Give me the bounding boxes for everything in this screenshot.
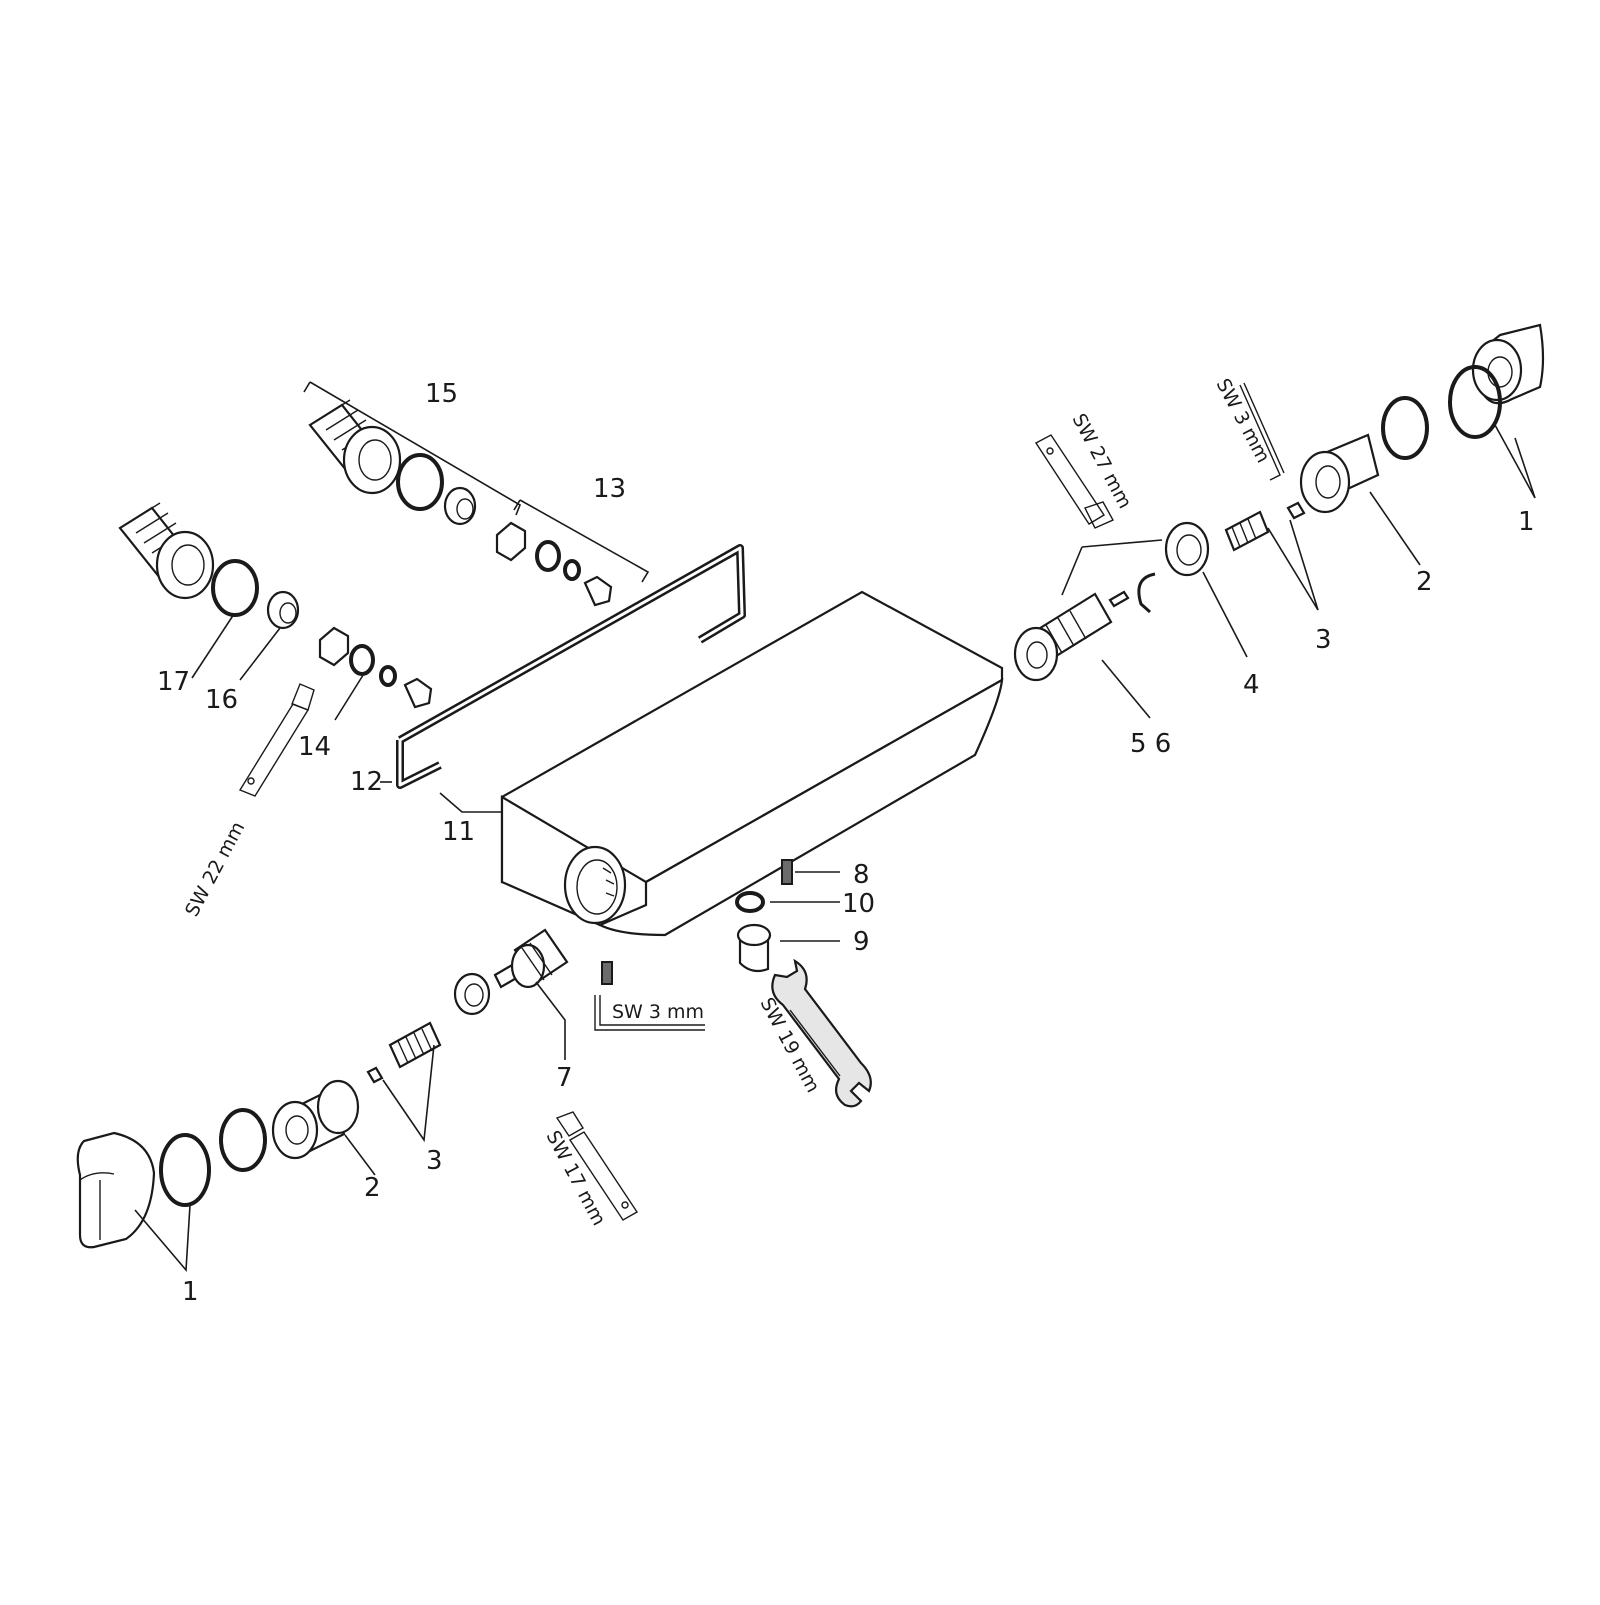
hex-key-top-icon: [1239, 382, 1285, 481]
callout-7: 7: [556, 1063, 573, 1093]
spring-8-icon: [781, 859, 793, 885]
callout-10: 10: [842, 889, 875, 919]
socket-wrench-27-icon: [1034, 434, 1114, 529]
bracket-15: [303, 381, 521, 516]
callout-1-right: 1: [1518, 507, 1535, 537]
tool-sw17-label: SW 17 mm: [542, 1127, 610, 1229]
oring-10-icon: [735, 891, 765, 913]
thermostat-body: [500, 590, 1004, 937]
callout-4: 4: [1243, 670, 1260, 700]
callout-16: 16: [205, 685, 238, 715]
callout-12: 12: [350, 767, 383, 797]
callout-3-left: 3: [426, 1146, 443, 1176]
callout-2-right: 2: [1416, 567, 1433, 597]
tool-sw3-mid-label: SW 3 mm: [612, 1001, 704, 1023]
spring-mid-icon: [601, 961, 613, 985]
callout-5-6: 5 6: [1130, 729, 1171, 759]
seal-gasket: [396, 544, 746, 789]
callout-11: 11: [442, 817, 475, 847]
callout-labels: 1 2 3 4 5 6 15 13 17 16 14 12 11 8 10 9 …: [157, 379, 1535, 1307]
socket-wrench-22-icon: [238, 683, 315, 797]
bracket-13: [513, 499, 650, 583]
tool-sw22-label: SW 22 mm: [181, 818, 249, 920]
callout-1-left: 1: [182, 1277, 199, 1307]
callout-17: 17: [157, 667, 190, 697]
connection-assembly-lower: [118, 502, 433, 709]
callout-13: 13: [593, 474, 626, 504]
wrench-19-icon: [771, 958, 872, 1108]
hex-key-mid-icon: [594, 995, 705, 1031]
tool-sw27-label: SW 27 mm: [1068, 410, 1136, 512]
tool-sw3-top-label: SW 3 mm: [1212, 375, 1275, 467]
callout-2-left: 2: [364, 1173, 381, 1203]
callout-9: 9: [853, 927, 870, 957]
callout-8: 8: [853, 860, 870, 890]
socket-wrench-17-icon: [555, 1111, 638, 1221]
left-handle-assembly: [76, 928, 569, 1249]
callout-3-right: 3: [1315, 625, 1332, 655]
right-handle-assembly: [1013, 323, 1545, 682]
leader-lines: [134, 424, 1536, 1273]
callout-15: 15: [425, 379, 458, 409]
connection-assembly-upper: [308, 399, 613, 607]
callout-14: 14: [298, 732, 331, 762]
nut-9-icon: [736, 923, 772, 973]
